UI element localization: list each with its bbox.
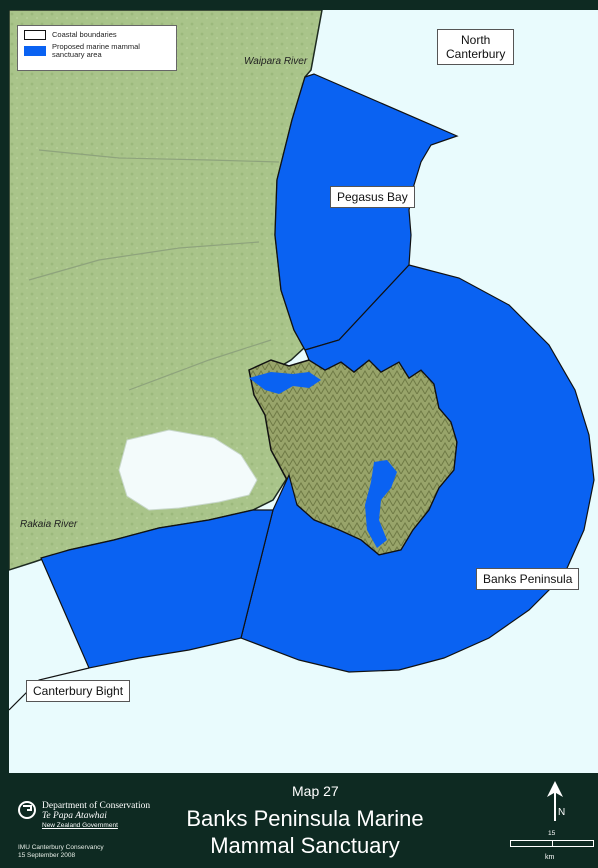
lake-ellesmere	[118, 429, 258, 511]
legend-item-coastal: Coastal boundaries	[24, 30, 170, 40]
legend-label: Proposed marine mammal sanctuary area	[52, 42, 140, 59]
government-name: New Zealand Government	[42, 822, 118, 829]
map-title: Banks Peninsula Marine Mammal Sanctuary	[170, 805, 440, 859]
north-label: N	[558, 807, 565, 818]
map-number: Map 27	[292, 783, 339, 799]
north-arrow-icon: N	[547, 781, 565, 821]
roads	[28, 149, 280, 391]
label-canterbury-bight: Canterbury Bight	[26, 680, 131, 702]
legend-label: Coastal boundaries	[52, 30, 117, 39]
department-name: Department of Conservation	[42, 801, 151, 811]
label-banks-peninsula: Banks Peninsula	[476, 568, 580, 590]
scale-unit: km	[545, 854, 555, 861]
coastal-boundary-swatch	[24, 30, 46, 40]
map-canvas	[9, 10, 598, 773]
doc-logo: Department of Conservation Te Papa Atawh…	[18, 801, 150, 831]
label-pegasus-bay: Pegasus Bay	[330, 186, 415, 208]
map-date: 15 September 2008	[18, 852, 76, 859]
map-legend: Coastal boundaries Proposed marine mamma…	[17, 25, 177, 71]
lyttelton-harbour	[249, 372, 321, 394]
akaroa-harbour	[365, 460, 397, 548]
legend-item-sanctuary: Proposed marine mammal sanctuary area	[24, 43, 170, 59]
label-rakaia-river: Rakaia River	[20, 519, 78, 530]
office-name: IMU Canterbury Conservancy	[18, 844, 104, 851]
sanctuary-canterbury-bight	[40, 509, 274, 669]
office-info: IMU Canterbury Conservancy 15 September …	[18, 844, 104, 860]
label-waipara-river: Waipara River	[244, 56, 308, 67]
maori-name: Te Papa Atawhai	[42, 811, 107, 821]
scale-value: 15	[548, 830, 556, 837]
map-title-line1: Banks Peninsula Marine	[186, 806, 424, 831]
map-footer: Department of Conservation Te Papa Atawh…	[0, 773, 598, 868]
scale-bar-divider	[552, 840, 553, 847]
label-north-canterbury: North Canterbury	[437, 29, 515, 65]
doc-logo-icon	[18, 801, 36, 819]
map-title-line2: Mammal Sanctuary	[210, 833, 400, 858]
sanctuary-area-swatch	[24, 46, 46, 56]
